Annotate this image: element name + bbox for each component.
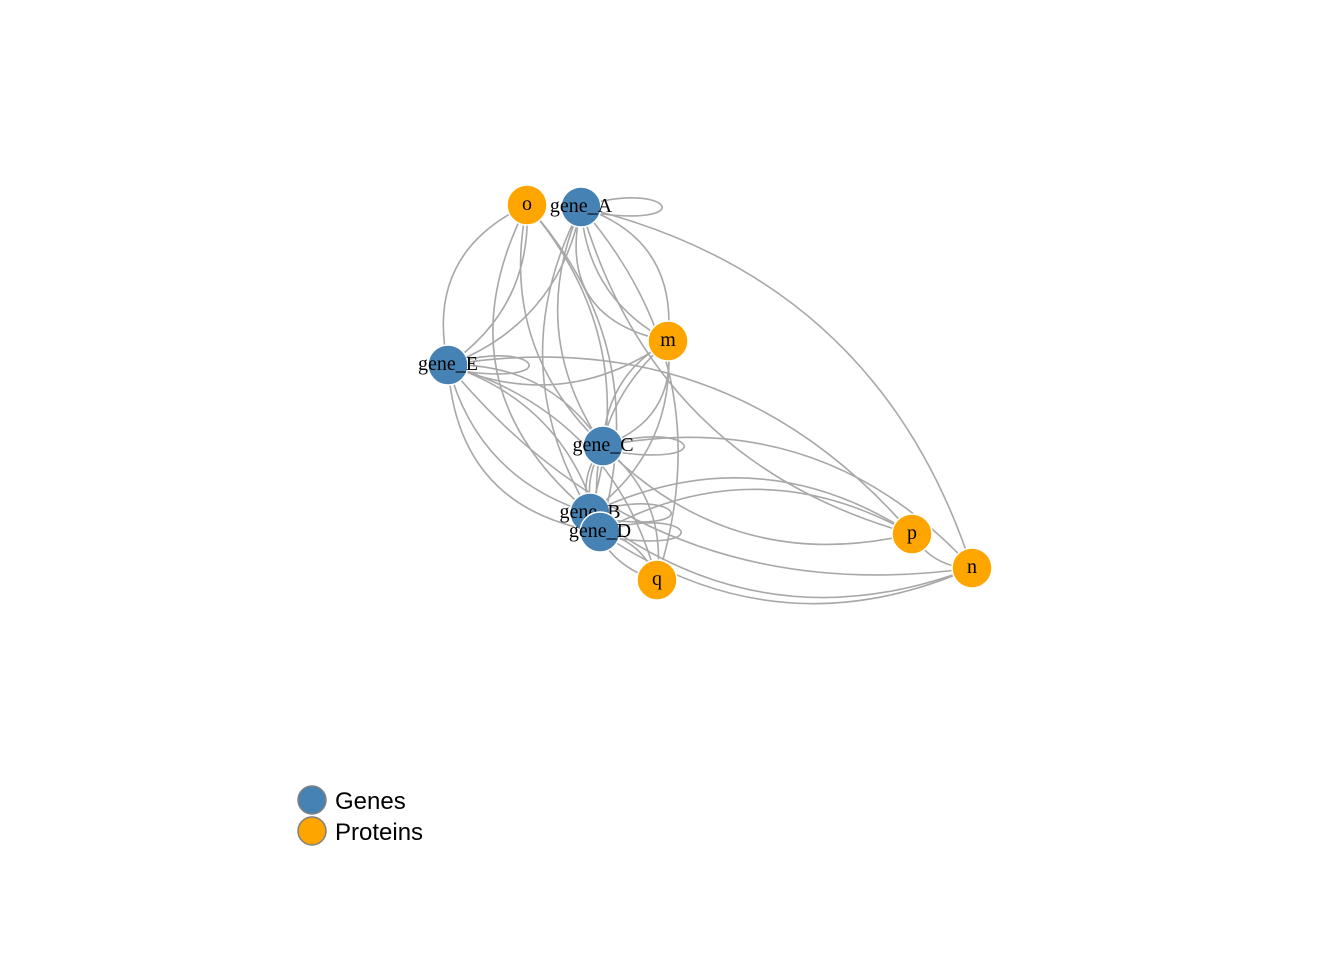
node-gene_E[interactable]: gene_E [418, 344, 478, 386]
edge-gene_A-m [575, 206, 669, 342]
node-o[interactable]: o [506, 184, 548, 226]
edge-gene_D-p [599, 488, 913, 535]
edge-o-gene_E [447, 204, 529, 366]
edge-o-gene_D [526, 204, 618, 533]
edge-gene_E-n [447, 364, 973, 576]
node-gene_E-circle[interactable] [427, 344, 469, 386]
legend-proteins-label: Proteins [335, 819, 423, 846]
node-m-circle[interactable] [647, 320, 689, 362]
edge-gene_E-gene_B [447, 364, 591, 514]
node-p-circle[interactable] [891, 513, 933, 555]
node-gene_A[interactable]: gene_A [550, 186, 613, 228]
edge-gene_A-gene_B [541, 206, 591, 514]
edge-gene_C-gene_C [602, 436, 685, 456]
node-gene_D[interactable]: gene_D [569, 511, 631, 553]
edge-gene_E-gene_D [447, 364, 601, 533]
edge-gene_A-gene_C [556, 206, 604, 447]
edge-gene_B-p [589, 477, 913, 535]
edge-gene_B-n [589, 512, 973, 599]
node-n[interactable]: n [951, 547, 993, 589]
node-q-label: q [652, 568, 662, 590]
node-gene_C-label: gene_C [572, 434, 633, 456]
edge-gene_A-gene_A [580, 197, 663, 217]
node-gene_C[interactable]: gene_C [572, 425, 634, 467]
node-gene_D-circle[interactable] [579, 511, 621, 553]
legend-proteins-swatch [297, 816, 327, 846]
edge-gene_C-p [602, 445, 913, 546]
node-n-label: n [967, 556, 977, 578]
node-o-circle[interactable] [506, 184, 548, 226]
edge-gene_D-gene_D [599, 522, 682, 542]
edge-o-gene_B [492, 204, 591, 514]
edge-gene_A-p [580, 206, 913, 535]
edge-gene_B-gene_B [589, 503, 672, 523]
node-gene_E-label: gene_E [418, 353, 478, 375]
edge-gene_A-m [580, 206, 670, 342]
node-gene_A-label: gene_A [550, 195, 613, 217]
edge-gene_A-gene_E [447, 206, 582, 366]
edge-layer [442, 197, 973, 605]
node-gene_A-circle[interactable] [560, 186, 602, 228]
node-m[interactable]: m [647, 320, 689, 362]
node-q[interactable]: q [636, 559, 678, 601]
node-n-circle[interactable] [951, 547, 993, 589]
node-gene_D-label: gene_D [569, 520, 631, 542]
edge-gene_E-gene_E [447, 355, 530, 375]
node-q-circle[interactable] [636, 559, 678, 601]
edge-gene_A-m [580, 206, 669, 342]
edge-o-gene_B [526, 204, 609, 514]
legend-genes-swatch [297, 785, 327, 815]
node-p-label: p [907, 522, 917, 544]
edge-gene_E-p [447, 356, 913, 535]
legend: Genes Proteins [297, 785, 423, 846]
node-p[interactable]: p [891, 513, 933, 555]
node-m-label: m [660, 329, 676, 351]
node-gene_C-circle[interactable] [582, 425, 624, 467]
legend-genes-label: Genes [335, 788, 406, 815]
edge-o-gene_C [519, 204, 604, 447]
edge-o-gene_E [442, 204, 528, 366]
edge-gene_A-n [580, 206, 973, 569]
node-o-label: o [522, 193, 532, 215]
edge-gene_E-gene_C [447, 364, 604, 447]
